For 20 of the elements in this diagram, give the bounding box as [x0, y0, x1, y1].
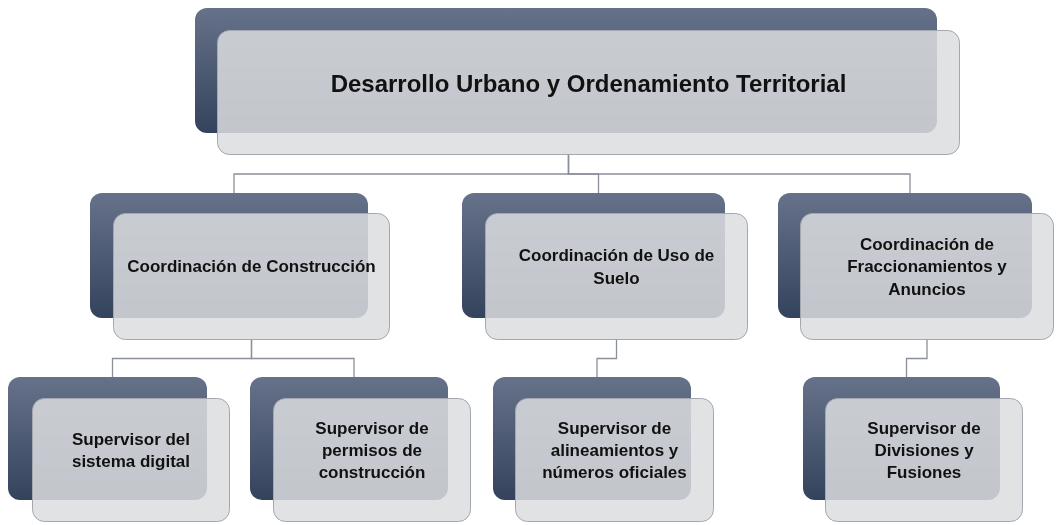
- box-label: Supervisor de alineamientos y números oficiales: [541, 417, 688, 485]
- org-box: [778, 193, 1054, 340]
- org-box: [8, 377, 230, 522]
- org-box: [250, 377, 471, 522]
- box-label: Desarrollo Urbano y Ordenamiento Territorial: [330, 68, 847, 99]
- connector-line: [596, 339, 618, 378]
- box-label: Coordinación de Uso de Suelo: [517, 245, 716, 290]
- org-box: [493, 377, 714, 522]
- box-label: Coordinación de Fraccionamientos y Anuncios: [846, 234, 1008, 301]
- org-box: [90, 193, 390, 340]
- org-box: [803, 377, 1023, 522]
- connector-line: [567, 154, 911, 194]
- box-label: Coordinación de Construcción: [127, 256, 376, 279]
- connector-line: [905, 339, 928, 378]
- connector-line: [250, 339, 355, 378]
- box-label: Supervisor del sistema digital: [70, 428, 192, 473]
- org-box: [195, 8, 960, 155]
- box-label: Supervisor de permisos de construcción: [314, 417, 430, 485]
- box-label: Supervisor de Divisiones y Fusiones: [866, 417, 982, 485]
- org-box: [462, 193, 748, 340]
